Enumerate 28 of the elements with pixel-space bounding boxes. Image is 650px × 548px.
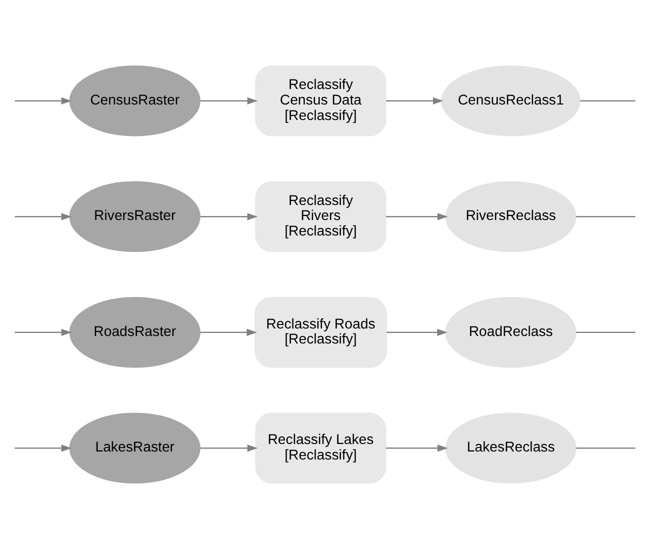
node-box: Reclassify Census Data [Reclassify] [255,65,386,136]
node-box: Reclassify Rivers [Reclassify] [255,180,386,252]
node-ellipse: RiversReclass [445,180,576,252]
node-box: Reclassify Lakes [Reclassify] [255,412,386,483]
arrow [200,212,258,220]
connector [580,100,636,102]
node-ellipse: CensusRaster [69,65,200,136]
connector [576,331,636,333]
arrow [386,96,444,104]
node-ellipse: CensusReclass1 [441,65,580,136]
node-ellipse: LakesRaster [69,412,200,483]
arrow [14,328,72,336]
arrow [386,328,448,336]
arrow [386,444,448,452]
node-ellipse: RoadReclass [445,296,576,368]
node-ellipse: RoadsRaster [69,296,200,368]
node-ellipse: RiversRaster [69,180,200,252]
arrow [200,96,258,104]
arrow [14,212,72,220]
arrow [386,212,448,220]
connector [576,215,636,217]
node-ellipse: LakesReclass [445,412,576,483]
arrow [200,328,257,336]
arrow [14,96,72,104]
node-box: Reclassify Roads [Reclassify] [254,296,387,368]
connector [576,446,636,448]
arrow [14,444,72,452]
arrow [200,444,258,452]
